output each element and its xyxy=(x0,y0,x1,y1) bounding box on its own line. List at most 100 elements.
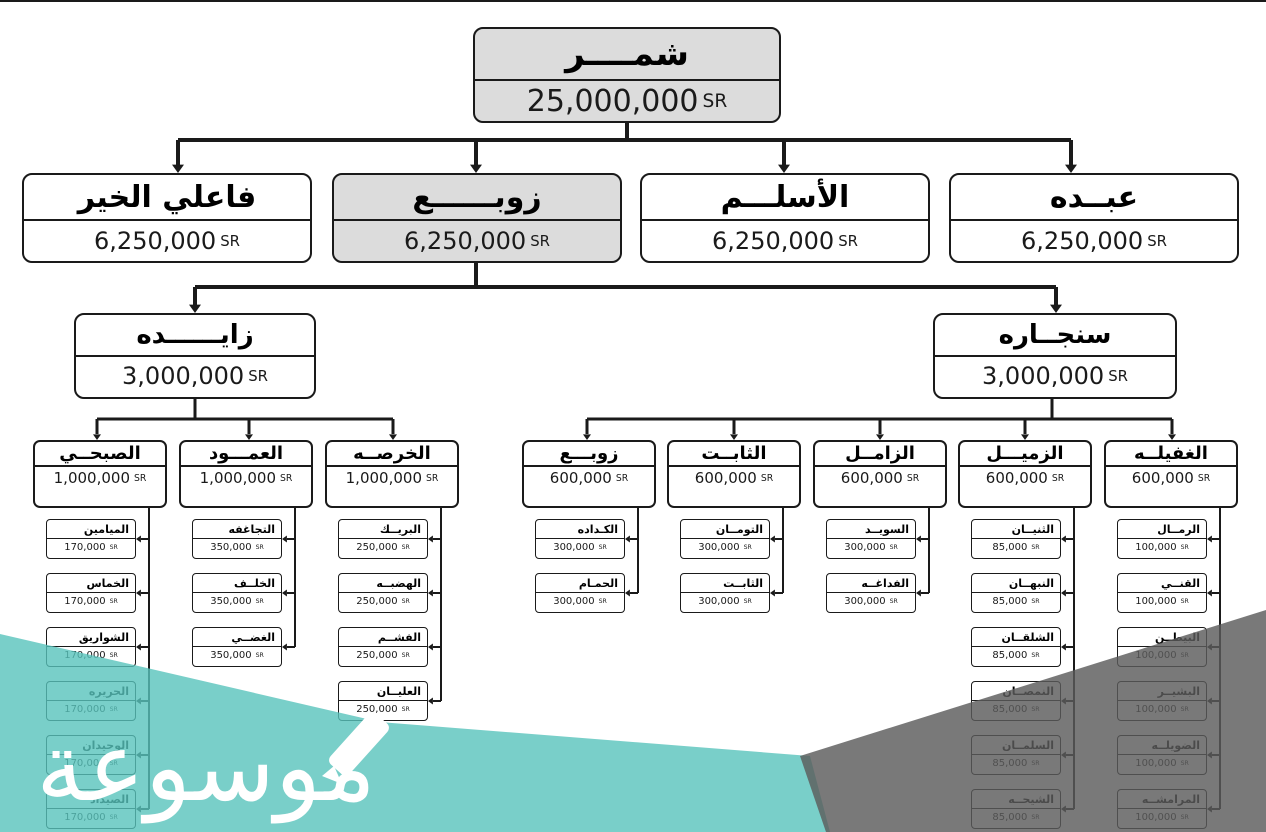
node-name: زايــــــده xyxy=(136,320,254,350)
amount-value: 100,000 xyxy=(1135,542,1177,553)
arrow-head xyxy=(1061,535,1066,543)
currency-label: SR xyxy=(1180,706,1189,713)
node-name: الضويلــه xyxy=(1151,738,1200,752)
amount-value: 6,250,000 xyxy=(1021,227,1144,255)
currency-label: SR xyxy=(401,544,410,551)
arrow-head xyxy=(470,164,482,173)
amount-value: 100,000 xyxy=(1135,812,1177,823)
currency-label: SR xyxy=(598,544,607,551)
amount-value: 170,000 xyxy=(64,542,106,553)
amount-value: 600,000 xyxy=(1131,469,1194,487)
amount-value: 350,000 xyxy=(210,650,252,661)
arrow-head xyxy=(172,164,184,173)
currency-label: SR xyxy=(530,232,550,250)
arrow-head xyxy=(1168,434,1176,440)
arrow-head xyxy=(136,643,141,651)
amount-value: 6,250,000 xyxy=(712,227,835,255)
currency-label: SR xyxy=(109,652,118,659)
arrow-head xyxy=(1207,535,1212,543)
arrow-head xyxy=(1207,643,1212,651)
node-name: الكـداده xyxy=(577,522,618,536)
arrow-head xyxy=(730,434,738,440)
amount-value: 1,000,000 xyxy=(199,469,276,487)
node-name: الخلــف xyxy=(234,576,275,590)
currency-label: SR xyxy=(760,472,774,484)
arrow-head xyxy=(428,535,433,543)
currency-label: SR xyxy=(1031,814,1040,821)
currency-label: SR xyxy=(255,598,264,605)
arrow-head xyxy=(1061,589,1066,597)
node-name: الثابــت xyxy=(723,576,763,590)
arrow-head xyxy=(625,535,630,543)
amount-value: 600,000 xyxy=(694,469,757,487)
amount-value: 6,250,000 xyxy=(94,227,217,255)
pencil-icon xyxy=(322,712,389,784)
currency-label: SR xyxy=(615,472,629,484)
currency-label: SR xyxy=(1031,760,1040,767)
amount-value: 600,000 xyxy=(985,469,1048,487)
amount-value: 1,000,000 xyxy=(53,469,130,487)
currency-label: SR xyxy=(425,472,439,484)
amount-value: 170,000 xyxy=(64,650,106,661)
currency-label: SR xyxy=(109,598,118,605)
arrow-head xyxy=(916,535,921,543)
arrow-head xyxy=(428,589,433,597)
amount-value: 300,000 xyxy=(698,596,740,607)
node-name: الشلقــان xyxy=(1001,630,1054,644)
currency-label: SR xyxy=(1197,472,1211,484)
arrow-head xyxy=(282,535,287,543)
amount-value: 85,000 xyxy=(992,812,1028,823)
logo-text: موسوعة xyxy=(36,711,376,824)
node-name: الرمــال xyxy=(1157,522,1200,536)
currency-label: SR xyxy=(838,232,858,250)
currency-label: SR xyxy=(279,472,293,484)
amount-value: 1,000,000 xyxy=(345,469,422,487)
currency-label: SR xyxy=(1051,472,1065,484)
arrow-head xyxy=(1065,164,1077,173)
currency-label: SR xyxy=(906,472,920,484)
amount-value: 3,000,000 xyxy=(122,362,245,390)
logo-graphic: موسوعة xyxy=(36,711,389,824)
arrow-head xyxy=(389,434,397,440)
amount-value: 170,000 xyxy=(64,596,106,607)
amount-value: 600,000 xyxy=(549,469,612,487)
currency-label: SR xyxy=(1031,706,1040,713)
node-name: المرامشــه xyxy=(1141,792,1200,806)
node-name: عبــده xyxy=(1049,179,1139,215)
node-name: الزميـــل xyxy=(986,443,1064,464)
arrow-head xyxy=(245,434,253,440)
